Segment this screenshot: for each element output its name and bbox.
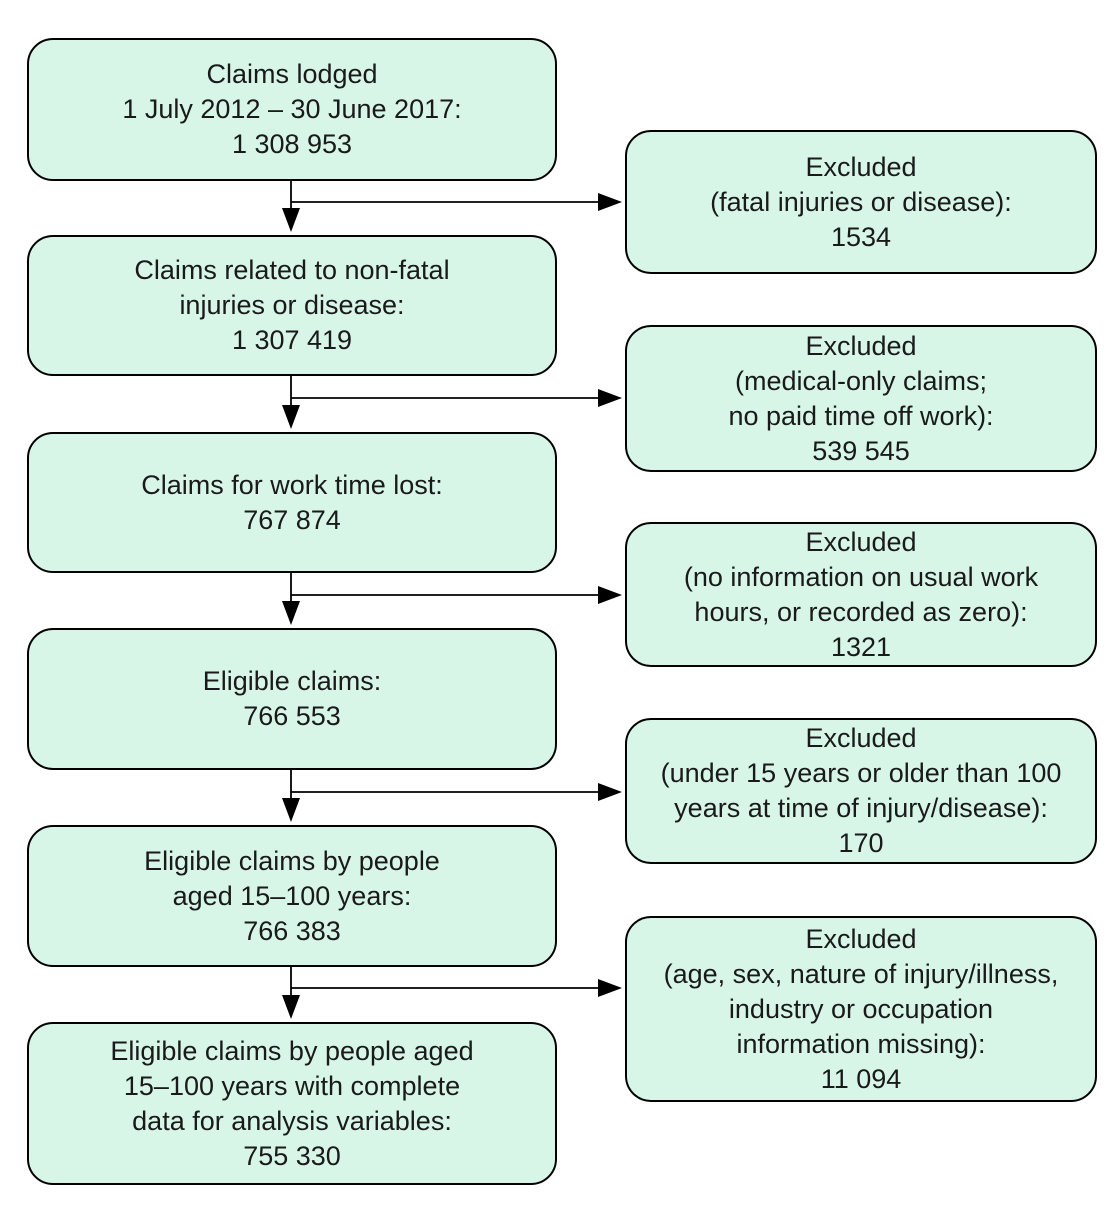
box-text-line: Eligible claims: — [202, 666, 382, 696]
box-text-line: (medical-only claims; — [734, 365, 988, 396]
box-text-line: Eligible claims by people — [144, 845, 440, 876]
box-excluded-no-work-hours: Excluded (no information on usual work h… — [625, 522, 1097, 667]
down-arrow-5 — [282, 967, 300, 1019]
box-excluded-missing-info: Excluded (age, sex, nature of injury/ill… — [625, 916, 1097, 1102]
box-eligible-complete-data: Eligible claims by people aged 15–100 ye… — [27, 1022, 557, 1185]
box-text-line: Excluded — [805, 526, 917, 557]
box-text-line: Claims for work time lost: — [141, 469, 443, 500]
box-count: 1 308 953 — [231, 129, 353, 159]
box-excluded-medical-only: Excluded (medical-only claims; no paid t… — [625, 325, 1097, 472]
box-count: 766 553 — [243, 701, 341, 731]
box-text-line: (age, sex, nature of injury/illness, — [663, 958, 1059, 989]
down-arrow-2 — [282, 376, 300, 429]
box-text-line: industry or occupation — [728, 993, 994, 1024]
box-text-line: (no information on usual work — [683, 561, 1039, 592]
box-excluded-fatal: Excluded (fatal injuries or disease): 15… — [625, 130, 1097, 274]
down-arrow-1 — [282, 181, 300, 232]
right-arrow-3 — [291, 586, 622, 604]
box-count: 11 094 — [820, 1063, 902, 1094]
box-claims-lodged: Claims lodged 1 July 2012 – 30 June 2017… — [27, 38, 557, 181]
box-count: 539 545 — [812, 435, 910, 466]
box-text-line: Eligible claims by people aged — [110, 1035, 474, 1066]
box-count: 755 330 — [243, 1140, 341, 1171]
box-text-line: years at time of injury/disease): — [674, 793, 1048, 823]
box-text-line: 15–100 years with complete — [123, 1070, 461, 1101]
box-eligible-claims: Eligible claims: 766 553 — [27, 628, 557, 770]
box-text-line: information missing): — [736, 1028, 986, 1059]
box-work-time-lost: Claims for work time lost: 767 874 — [27, 432, 557, 573]
down-arrow-3 — [282, 573, 300, 625]
box-count: 766 383 — [243, 915, 341, 946]
box-count: 767 874 — [243, 504, 341, 535]
box-text-line: Excluded — [805, 151, 917, 182]
box-count: 1321 — [830, 631, 892, 662]
box-count: 170 — [838, 828, 884, 858]
right-arrow-1 — [291, 193, 622, 211]
box-text-line: (under 15 years or older than 100 — [660, 758, 1062, 788]
box-text-line: no paid time off work): — [728, 400, 994, 431]
box-text-line: hours, or recorded as zero): — [694, 596, 1028, 627]
box-text-line: Excluded — [805, 923, 917, 954]
right-arrow-4 — [291, 783, 622, 801]
box-eligible-age: Eligible claims by people aged 15–100 ye… — [27, 825, 557, 967]
box-text-line: injuries or disease: — [179, 290, 405, 320]
box-count: 1 307 419 — [231, 325, 353, 355]
box-text-line: (fatal injuries or disease): — [710, 186, 1012, 217]
box-text-line: Claims lodged — [206, 59, 378, 89]
box-excluded-age-range: Excluded (under 15 years or older than 1… — [625, 718, 1097, 864]
right-arrow-2 — [291, 389, 622, 407]
box-text-line: Claims related to non-fatal — [134, 255, 450, 285]
box-count: 1534 — [830, 221, 892, 252]
box-nonfatal-claims: Claims related to non-fatal injuries or … — [27, 235, 557, 376]
box-text-line: aged 15–100 years: — [172, 880, 412, 911]
box-text-line: Excluded — [805, 330, 917, 361]
right-arrow-5 — [291, 979, 622, 997]
down-arrow-4 — [282, 770, 300, 822]
box-text-line: 1 July 2012 – 30 June 2017: — [122, 94, 462, 124]
box-text-line: data for analysis variables: — [132, 1105, 452, 1136]
box-text-line: Excluded — [805, 723, 917, 753]
